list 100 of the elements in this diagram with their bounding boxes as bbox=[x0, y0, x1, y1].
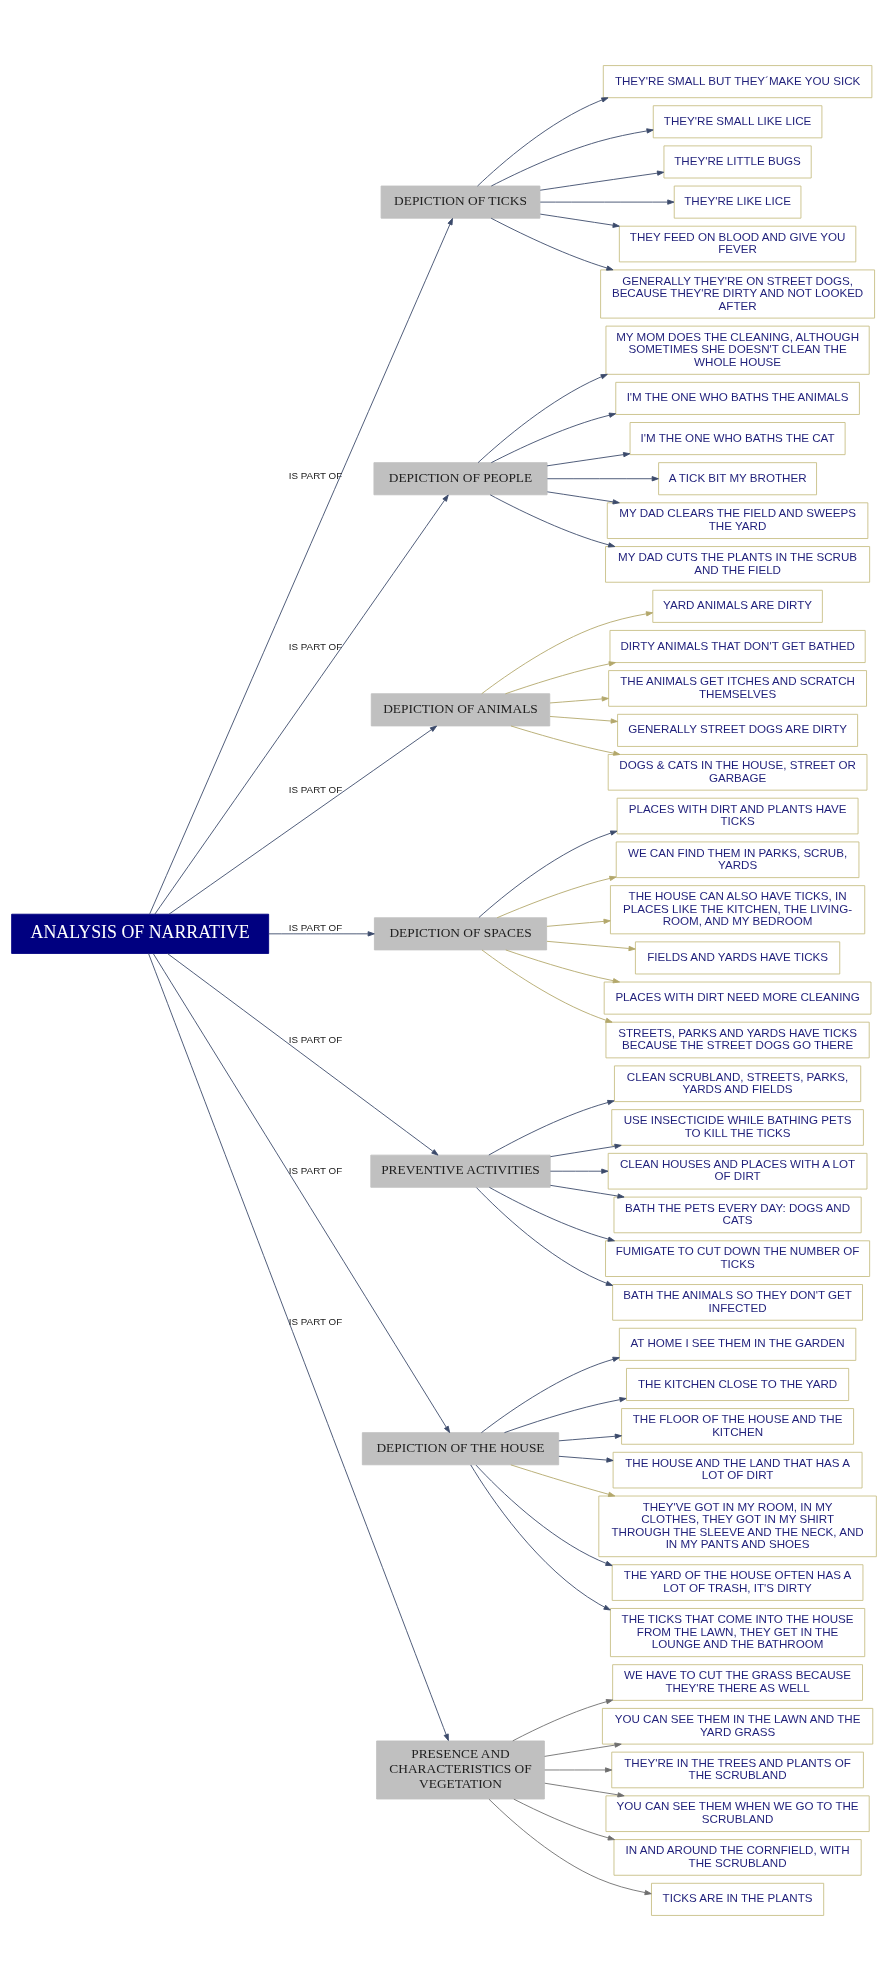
edge-label: IS PART OF bbox=[288, 469, 343, 481]
arrow bbox=[475, 1464, 613, 1566]
node-box: A TICK BIT MY BROTHER bbox=[658, 461, 817, 495]
node-box: YOU CAN SEE THEM WHEN WE GO TO THE SCRUBLAND bbox=[605, 1794, 870, 1832]
node-box: BATH THE ANIMALS SO THEY DON'T GET INFECTED bbox=[612, 1283, 863, 1321]
node-box: THEY'RE SMALL BUT THEY´MAKE YOU SICK bbox=[602, 64, 873, 98]
arrow bbox=[539, 170, 665, 191]
node-box: THE KITCHEN CLOSE TO THE YARD bbox=[626, 1367, 850, 1401]
node-box: YARD ANIMALS ARE DIRTY bbox=[652, 589, 823, 623]
node-box: USE INSECTICIDE WHILE BATHING PETS TO KILL THE TICKS bbox=[611, 1108, 864, 1146]
node-box: GENERALLY STREET DOGS ARE DIRTY bbox=[617, 713, 859, 747]
edge-label: IS PART OF bbox=[288, 1164, 343, 1176]
arrow bbox=[546, 451, 631, 466]
node-box: THEY'RE SMALL LIKE LICE bbox=[652, 104, 823, 138]
arrow bbox=[505, 949, 620, 983]
arrow bbox=[546, 918, 611, 927]
arrow bbox=[549, 715, 618, 724]
arrow bbox=[152, 952, 451, 1433]
arrow bbox=[489, 493, 616, 548]
arrow bbox=[510, 725, 621, 756]
node-box: MY DAD CLEARS THE FIELD AND SWEEPS THE YARD bbox=[606, 501, 869, 539]
node-box: ANALYSIS OF NARRATIVE bbox=[11, 913, 270, 954]
arrow bbox=[544, 1766, 613, 1773]
node-box: THEY'RE LITTLE BUGS bbox=[663, 144, 812, 178]
arrow bbox=[481, 949, 613, 1023]
arrow bbox=[496, 875, 617, 918]
arrow bbox=[488, 1798, 652, 1895]
node-box: THE FLOOR OF THE HOUSE AND THE KITCHEN bbox=[621, 1407, 855, 1445]
arrow bbox=[544, 1742, 622, 1757]
node-box: PLACES WITH DIRT NEED MORE CLEANING bbox=[603, 981, 872, 1015]
node-box: CLEAN SCRUBLAND, STREETS, PARKS, YARDS AND FIELDS bbox=[614, 1064, 862, 1102]
node-box: DEPICTION OF TICKS bbox=[380, 185, 541, 219]
arrow bbox=[490, 412, 617, 463]
node-box: DEPICTION OF THE HOUSE bbox=[361, 1431, 560, 1465]
arrow bbox=[539, 198, 675, 205]
node-box: THEY FEED ON BLOOD AND GIVE YOU FEVER bbox=[618, 225, 857, 262]
arrow bbox=[550, 1143, 622, 1157]
node-box: DEPICTION OF ANIMALS bbox=[370, 692, 551, 726]
arrow bbox=[512, 1698, 614, 1741]
node-box: THEY'RE LIKE LICE bbox=[673, 185, 802, 219]
arrow bbox=[470, 1464, 611, 1610]
arrow bbox=[477, 96, 609, 186]
edge-label: IS PART OF bbox=[288, 783, 343, 795]
arrow bbox=[504, 1396, 627, 1433]
node-box: IN AND AROUND THE CORNFIELD, WITH THE SCRUBLAND bbox=[613, 1838, 862, 1876]
node-box: THE TICKS THAT COME INTO THE HOUSE FROM THE LAWN, THEY GET IN THE LOUNGE AND THE BATHROOM bbox=[610, 1607, 866, 1657]
arrow bbox=[558, 1455, 614, 1463]
arrow bbox=[477, 373, 608, 463]
node-box: THE YARD OF THE HOUSE OFTEN HAS A LOT OF TRASH, IT'S DIRTY bbox=[611, 1563, 864, 1601]
arrow bbox=[488, 1099, 615, 1155]
node-box: BATH THE PETS EVERY DAY: DOGS AND CATS bbox=[613, 1196, 862, 1233]
node-box: WE HAVE TO CUT THE GRASS BECAUSE THEY'RE THERE AS WELL bbox=[612, 1663, 863, 1701]
node-box: STREETS, PARKS AND YARDS HAVE TICKS BECAUSE THE STREET DOGS GO THERE bbox=[605, 1021, 870, 1058]
arrow bbox=[546, 940, 636, 951]
arrow bbox=[546, 475, 659, 481]
node-box: THE HOUSE CAN ALSO HAVE TICKS, IN PLACES LIKE THE KITCHEN, THE LIVING-ROOM, AND MY BEDROOM bbox=[610, 884, 866, 934]
arrow bbox=[546, 490, 620, 504]
node-box: MY MOM DOES THE CLEANING, ALTHOUGH SOMETIMES SHE DOESN'T CLEAN THE WHOLE HOUSE bbox=[605, 325, 870, 375]
node-box: DIRTY ANIMALS THAT DON'T GET BATHED bbox=[609, 629, 866, 663]
node-box: YOU CAN SEE THEM IN THE LAWN AND THE YARD GRASS bbox=[601, 1707, 874, 1745]
edge-label: IS PART OF bbox=[288, 1033, 343, 1045]
arrow bbox=[490, 217, 614, 271]
node-box: THE ANIMALS GET ITCHES AND SCRATCH THEMSELVES bbox=[608, 669, 867, 707]
edge-label: IS PART OF bbox=[288, 921, 343, 933]
arrow bbox=[549, 1184, 625, 1199]
node-box: I'M THE ONE WHO BATHS THE CAT bbox=[629, 421, 846, 455]
edge-label: IS PART OF bbox=[288, 1315, 343, 1327]
node-box: PREVENTIVE ACTIVITIES bbox=[370, 1154, 551, 1188]
node-box: PLACES WITH DIRT AND PLANTS HAVE TICKS bbox=[616, 797, 859, 834]
arrow bbox=[481, 1356, 620, 1433]
arrow bbox=[149, 217, 453, 914]
node-box: FUMIGATE TO CUT DOWN THE NUMBER OF TICKS bbox=[605, 1239, 871, 1277]
arrow bbox=[154, 494, 449, 914]
edge-label: IS PART OF bbox=[288, 640, 343, 652]
node-box: CLEAN HOUSES AND PLACES WITH A LOT OF DIRT bbox=[607, 1152, 868, 1189]
node-box: MY DAD CUTS THE PLANTS IN THE SCRUB AND THE FIELD bbox=[605, 545, 871, 583]
arrow bbox=[481, 610, 654, 694]
arrow bbox=[513, 1798, 615, 1840]
node-box: GENERALLY THEY'RE ON STREET DOGS, BECAUSE THEY'RE DIRTY AND NOT LOOKED AFTER bbox=[600, 268, 875, 319]
arrow bbox=[148, 952, 449, 1741]
node-box: WE CAN FIND THEM IN PARKS, SCRUB, YARDS bbox=[615, 840, 860, 878]
arrow bbox=[490, 127, 654, 186]
node-box: THE HOUSE AND THE LAND THAT HAS A LOT OF DIRT bbox=[612, 1451, 863, 1488]
arrow bbox=[168, 725, 438, 915]
arrow bbox=[476, 1186, 613, 1286]
node-box: TICKS ARE IN THE PLANTS bbox=[651, 1882, 825, 1916]
arrow bbox=[505, 660, 616, 694]
arrow bbox=[268, 930, 375, 936]
node-box: DOGS & CATS IN THE HOUSE, STREET OR GARBAGE bbox=[607, 753, 868, 791]
node-box: PRESENCE AND CHARACTERISTICS OF VEGETATION bbox=[376, 1740, 545, 1799]
arrow bbox=[549, 695, 609, 703]
node-box: DEPICTION OF PEOPLE bbox=[373, 461, 548, 495]
node-box: AT HOME I SEE THEM IN THE GARDEN bbox=[618, 1327, 857, 1361]
arrow bbox=[539, 213, 620, 228]
arrow bbox=[558, 1433, 622, 1441]
arrow bbox=[544, 1782, 625, 1797]
arrow bbox=[510, 1463, 616, 1497]
arrow bbox=[478, 830, 618, 918]
node-box: FIELDS AND YARDS HAVE TICKS bbox=[634, 940, 841, 974]
node-box: THEY'RE IN THE TREES AND PLANTS OF THE SCRUBLAND bbox=[611, 1751, 864, 1788]
